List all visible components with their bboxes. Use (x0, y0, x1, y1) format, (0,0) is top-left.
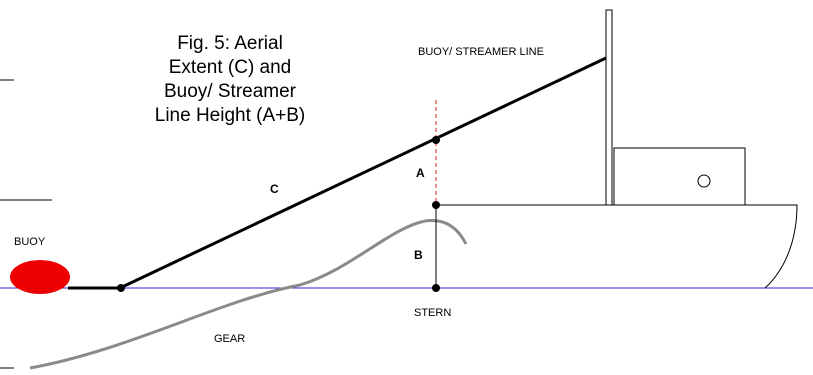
streamer-line (119, 56, 607, 290)
segment-c-label: C (270, 182, 279, 196)
title-line: Buoy/ Streamer (164, 81, 296, 102)
vessel-cabin (613, 147, 746, 206)
gear-line (29, 218, 468, 370)
title-line: Extent (C) and (168, 57, 292, 78)
vessel-hull (436, 204, 798, 289)
title-line: Fig. 5: Aerial (177, 33, 283, 54)
porthole-icon (697, 174, 711, 188)
buoy-label: BUOY (14, 236, 46, 248)
point-stern-deck (432, 201, 440, 209)
segment-b-label: B (414, 248, 423, 262)
title-line: Line Height (A+B) (154, 105, 306, 126)
gear-label: GEAR (214, 333, 246, 345)
buoy-icon (10, 260, 70, 294)
point-buoy-line (117, 284, 125, 292)
point-streamer-a (432, 136, 440, 144)
segment-a-label: A (416, 166, 425, 180)
figure-title: Fig. 5: Aerial Extent (C) and Buoy/ Stre… (120, 32, 340, 128)
stern-label: STERN (414, 307, 452, 319)
point-stern-water (432, 284, 440, 292)
vessel-mast (605, 9, 613, 206)
streamer-line-label: BUOY/ STREAMER LINE (418, 46, 544, 58)
